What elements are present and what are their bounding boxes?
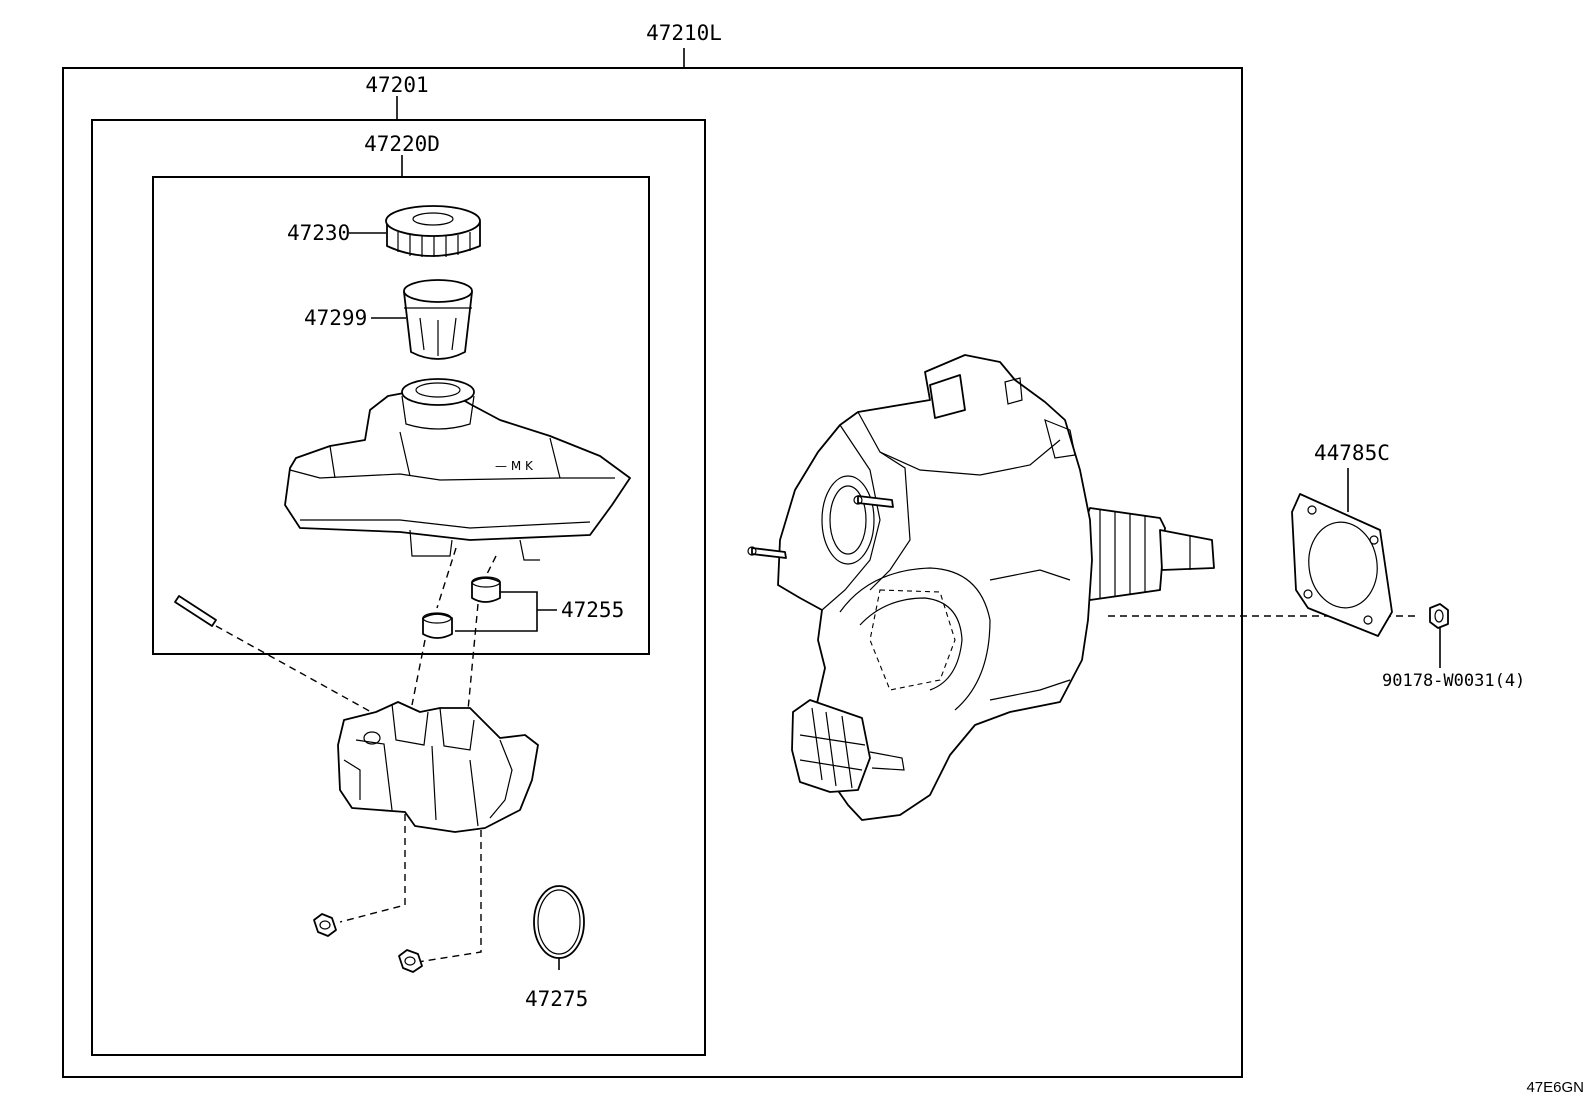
svg-text:— M K: — M K	[495, 459, 534, 473]
nut-icon-lower-right[interactable]	[398, 949, 423, 973]
label-47230[interactable]: 47230	[287, 221, 350, 245]
figure-code: 47E6GN	[1526, 1079, 1584, 1096]
label-47210L[interactable]: 47210L	[646, 21, 722, 45]
reservoir-cap-icon[interactable]	[385, 205, 481, 257]
label-44785C[interactable]: 44785C	[1314, 441, 1390, 465]
label-47255[interactable]: 47255	[561, 598, 624, 622]
label-47220D[interactable]: 47220D	[364, 132, 440, 156]
brake-booster-icon[interactable]	[747, 354, 1215, 821]
flange-nut-icon[interactable]	[1429, 603, 1449, 629]
pin-icon	[174, 595, 217, 627]
o-ring-icon[interactable]	[533, 885, 585, 959]
reservoir-tank-icon[interactable]: — M K	[284, 378, 631, 561]
frame-master-cylinder-47201	[91, 119, 706, 1056]
gasket-icon[interactable]	[1291, 493, 1393, 637]
frame-reservoir-47220D	[152, 176, 650, 655]
master-cylinder-icon[interactable]	[337, 701, 539, 833]
label-47275[interactable]: 47275	[525, 987, 588, 1011]
label-47201[interactable]: 47201	[365, 73, 428, 97]
label-47299[interactable]: 47299	[304, 306, 367, 330]
grommet-icon[interactable]	[422, 576, 501, 639]
nut-icon-lower-left[interactable]	[313, 913, 337, 937]
frame-assembly-47210L	[62, 67, 1243, 1078]
label-90178-W0031[interactable]: 90178-W0031(4)	[1382, 671, 1525, 691]
strainer-icon[interactable]	[403, 279, 473, 360]
